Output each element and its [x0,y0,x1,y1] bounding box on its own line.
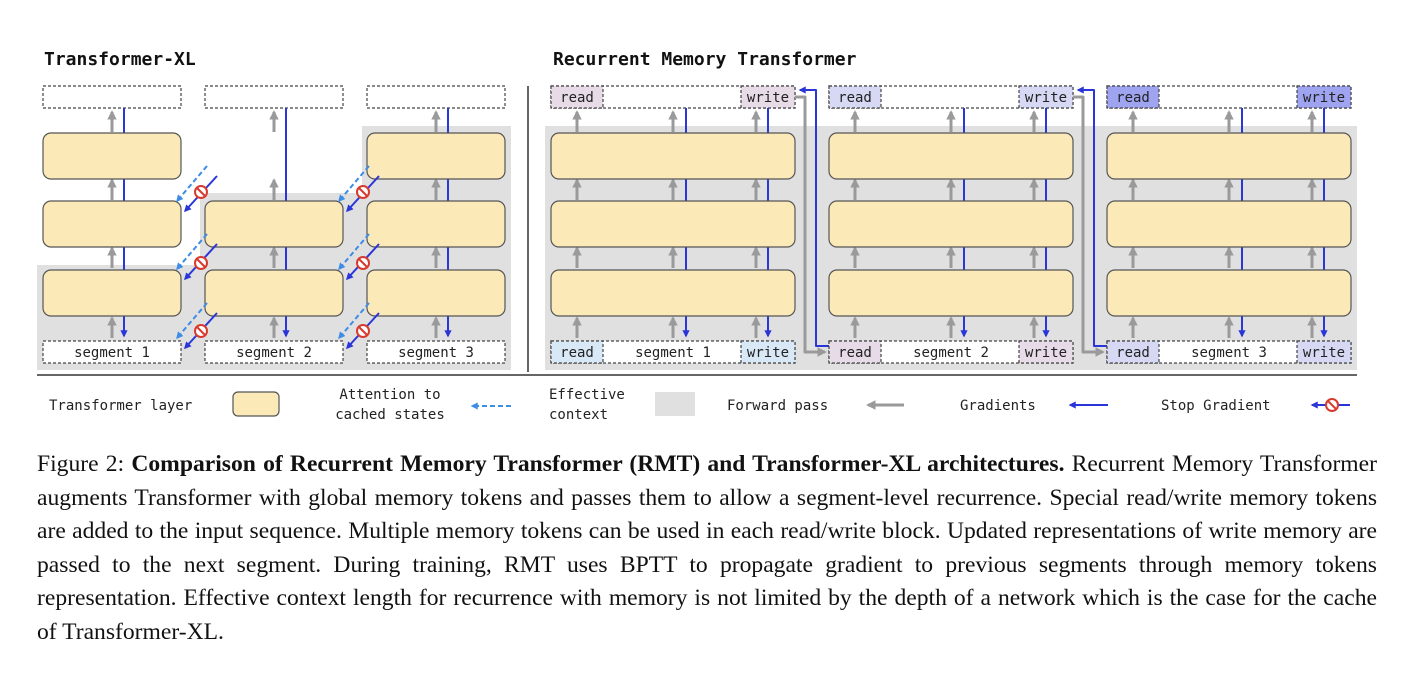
legend-attention-line1: Attention to [339,387,440,403]
txl-segments: segment 1 segment 2 segment 3 [42,340,506,364]
rmt-read-out-2: read [838,90,872,106]
txl-layers [42,132,506,317]
rmt-segment-2-label: segment 2 [913,345,989,361]
stop-gradient-icon [356,256,370,270]
rmt-input-labels: read segment 1 write read segment 2 writ… [560,345,1345,361]
txl-layer-1-2 [42,200,182,248]
txl-segment-2-label: segment 2 [236,345,312,361]
legend-attention-line2: cached states [335,407,445,423]
legend-gradients-label: Gradients [960,398,1036,414]
rmt-title: Recurrent Memory Transformer [553,49,857,70]
stop-gradient-icon [1325,398,1339,412]
rmt-read-out-3: read [1116,90,1150,106]
txl-segment-3-label: segment 3 [398,345,474,361]
txl-layer-3-1 [366,269,506,317]
rmt-input-boxes [550,340,1352,364]
rmt-write-out-1: write [747,90,789,106]
figure-caption: Figure 2: Comparison of Recurrent Memory… [37,448,1377,650]
txl-title: Transformer-XL [44,49,196,70]
txl-layer-3-3 [366,132,506,180]
rmt-read-in-3: read [1116,345,1150,361]
rmt-write-in-3: write [1303,345,1345,361]
stop-gradient-icon [194,185,208,199]
stop-gradient-icon [194,256,208,270]
txl-stop-gradient-icons [194,185,370,338]
rmt-write-out-2: write [1025,90,1067,106]
caption-body: Recurrent Memory Transformer augments Tr… [37,451,1377,645]
legend-stop-gradient-label: Stop Gradient [1161,398,1271,414]
txl-segment-1-label: segment 1 [74,345,150,361]
rmt-read-out-1: read [560,90,594,106]
caption-title: Comparison of Recurrent Memory Transform… [131,451,1065,477]
txl-output-1 [42,85,182,109]
legend-transformer-layer-label: Transformer layer [49,398,192,414]
txl-layer-1-3 [42,132,182,180]
figure-label: Figure 2: [37,451,125,477]
stop-gradient-icon [356,324,370,338]
rmt-layers [550,132,1352,317]
txl-output-2 [204,85,344,109]
txl-output-3 [366,85,506,109]
legend-forward-label: Forward pass [727,398,828,414]
rmt-write-in-2: write [1025,345,1067,361]
rmt-read-in-1: read [560,345,594,361]
rmt-segment-1-label: segment 1 [635,345,711,361]
legend-context-swatch [655,392,695,416]
legend: Transformer layer Attention to cached st… [49,387,1350,423]
rmt-memory-arrows [795,86,1107,357]
txl-layer-2-2 [204,200,344,248]
stop-gradient-icon [356,185,370,199]
rmt-write-out-3: write [1303,90,1345,106]
rmt-output-labels: read write read write read write [560,90,1345,106]
txl-layer-2-1 [204,269,344,317]
legend-effective-line1: Effective [549,387,625,403]
rmt-output-boxes [550,85,1352,109]
rmt-read-in-2: read [838,345,872,361]
rmt-write-in-1: write [747,345,789,361]
stop-gradient-icon [194,324,208,338]
legend-layer-swatch [232,391,280,417]
txl-layer-3-2 [366,200,506,248]
architecture-diagram: Transformer-XL [37,49,1357,423]
txl-output-placeholders [42,85,506,109]
txl-layer-1-1 [42,269,182,317]
legend-effective-line2: context [549,407,608,423]
rmt-segment-3-label: segment 3 [1191,345,1267,361]
